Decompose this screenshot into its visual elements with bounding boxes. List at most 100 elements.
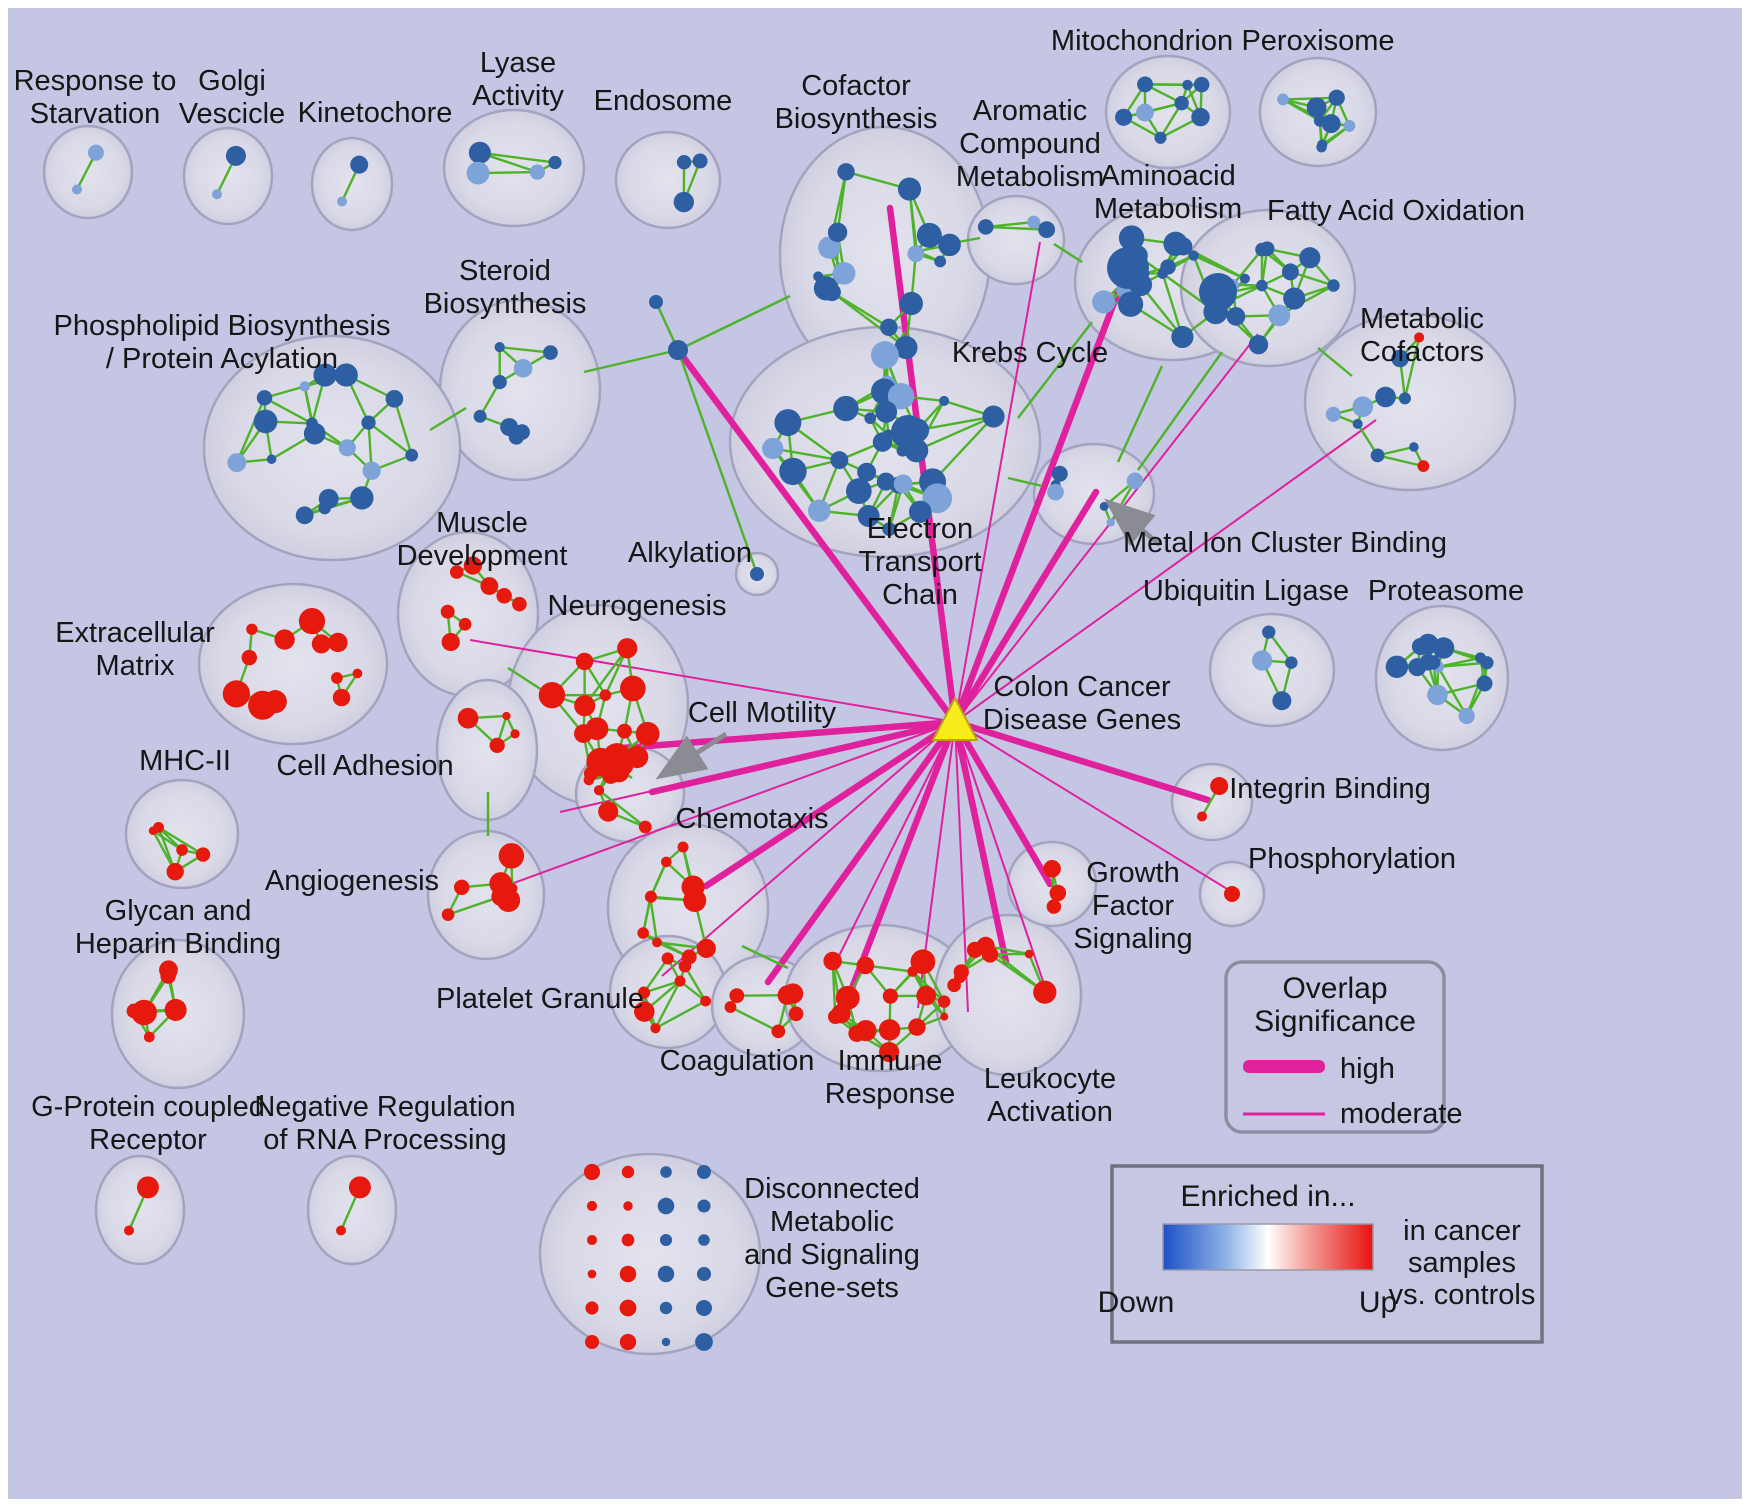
cluster-label-metabolic-cofactors: Cofactors [1360, 336, 1484, 368]
gene-set-node [908, 1018, 926, 1036]
gene-set-node [159, 960, 178, 980]
gene-set-node [1398, 392, 1411, 405]
gene-set-node [1328, 89, 1345, 106]
inter-cluster-edge [429, 406, 467, 432]
gene-set-node [574, 695, 596, 717]
cluster-label-immune-response: Immune [838, 1045, 943, 1077]
cluster-label-disconnected-gene-sets: Disconnected [744, 1173, 920, 1205]
gene-set-node [1325, 406, 1341, 422]
gene-set-edge [729, 1005, 779, 1033]
gene-set-node [332, 688, 351, 707]
cluster-ellipse-extracellular-matrix [197, 582, 389, 746]
hub-edge-high [951, 718, 1054, 888]
gene-set-node [856, 956, 875, 975]
gene-set-node [894, 335, 918, 360]
gene-set-node [982, 405, 1005, 428]
cluster-label-neurogenesis: Neurogenesis [548, 590, 727, 622]
gene-set-node [1321, 114, 1341, 134]
gene-set-node [910, 949, 936, 975]
gene-set-node [492, 375, 507, 390]
legend-overlap-title-line1: Overlap [1282, 972, 1387, 1005]
gene-set-node [222, 680, 250, 708]
gene-set-node [617, 638, 638, 659]
hub-edge-high [702, 718, 959, 890]
hub-edge-moderate [661, 721, 956, 977]
gene-set-edge [649, 897, 659, 943]
gene-set-edge [654, 1000, 707, 1030]
gene-set-node [473, 409, 487, 423]
gene-set-node [1277, 93, 1289, 106]
gene-set-node [623, 1201, 633, 1211]
cluster-label-growth-factor-signaling: Signaling [1073, 923, 1192, 955]
gene-set-node [1425, 655, 1441, 670]
cluster-label-growth-factor-signaling: Factor [1092, 890, 1175, 922]
inter-cluster-edge [1053, 242, 1083, 264]
gene-set-node [227, 453, 247, 473]
gene-set-node [661, 1337, 671, 1347]
gene-set-node [502, 711, 511, 721]
gene-set-node [939, 395, 950, 406]
gene-set-node [1182, 79, 1193, 91]
gene-set-edge [985, 225, 1047, 231]
hub-edge-high [951, 262, 1132, 726]
legend-moderate-label: moderate [1340, 1098, 1463, 1130]
gene-set-node [405, 448, 419, 462]
gene-set-node [1106, 518, 1116, 527]
label-cell-motility: Cell Motility [688, 697, 837, 729]
gene-set-node [981, 946, 999, 963]
gene-set-edge [654, 980, 682, 1029]
gene-set-node [634, 1001, 655, 1022]
gene-set-node [637, 986, 651, 999]
gene-set-node [598, 801, 619, 822]
legend-high-swatch [1243, 1060, 1325, 1073]
cluster-label-fatty-acid-oxidation: Fatty Acid Oxidation [1267, 195, 1525, 227]
cluster-label-coagulation: Coagulation [660, 1045, 815, 1077]
gene-set-node [698, 1234, 710, 1246]
gene-set-edge [479, 151, 556, 164]
gene-set-edge [1232, 248, 1263, 286]
gene-set-node [700, 995, 712, 1007]
gene-set-node [212, 189, 222, 200]
label-metal-ion-cluster-binding: Metal Ion Cluster Binding [1123, 527, 1447, 559]
gene-set-node [1024, 949, 1034, 959]
gene-set-edge [1282, 96, 1337, 101]
gene-set-edge [1437, 656, 1481, 669]
cluster-ellipse-disconnected-gene-sets [538, 1152, 762, 1356]
gene-set-node [468, 141, 491, 164]
cluster-label-muscle-development: Development [397, 540, 568, 572]
gene-set-node [673, 191, 694, 213]
gene-set-node [1154, 131, 1167, 144]
gene-set-node [1126, 472, 1144, 490]
gene-set-node [337, 196, 347, 207]
gene-set-node [1385, 655, 1409, 679]
cluster-label-negative-regulation-of-rna-processing: Negative Regulation [254, 1091, 515, 1123]
cluster-label-lyase-activity: Activity [472, 80, 564, 112]
gene-set-node [1375, 386, 1396, 408]
cluster-label-aminoacid-metabolism: Metabolism [1094, 193, 1242, 225]
cluster-ellipse-metabolic-cofactors [1303, 312, 1517, 492]
gene-set-node [575, 652, 594, 671]
gene-set-node [830, 451, 849, 470]
gene-set-node [677, 841, 689, 853]
legend-note-line3: vs. controls [1389, 1279, 1536, 1311]
gene-set-node [338, 439, 356, 457]
gene-set-node [878, 1019, 901, 1041]
gene-set-node [619, 675, 646, 702]
gene-set-node [1092, 290, 1116, 314]
cluster-label-alkylation: Alkylation [628, 537, 752, 569]
inter-cluster-edge [1317, 347, 1353, 377]
gene-set-node [1414, 332, 1425, 343]
cluster-ellipse-kinetochore [310, 136, 394, 232]
gene-set-node [1043, 860, 1061, 878]
gene-set-node [887, 382, 915, 410]
gene-set-node [891, 415, 925, 449]
cluster-label-cell-adhesion: Cell Adhesion [276, 750, 453, 782]
gene-set-node [697, 1199, 711, 1213]
gene-set-node [318, 488, 339, 509]
gene-set-node [1262, 625, 1276, 639]
gene-set-node [953, 964, 969, 980]
cluster-label-aromatic-compound-metabolism: Compound [959, 128, 1101, 160]
gene-set-node [348, 1176, 371, 1199]
gene-set-node [153, 821, 165, 833]
gene-set-node [1047, 483, 1064, 501]
